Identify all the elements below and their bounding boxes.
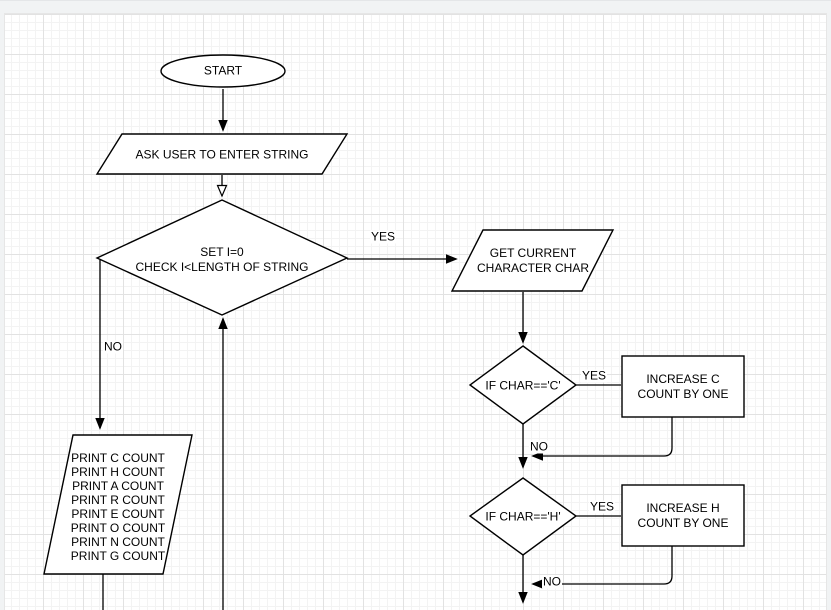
print-line-r: PRINT R COUNT: [71, 493, 165, 507]
print-line-n: PRINT N COUNT: [71, 535, 165, 549]
inc-h-line1: INCREASE H: [646, 501, 720, 515]
loop-check-line2: CHECK I<LENGTH OF STRING: [135, 260, 309, 274]
node-print-counts-label[interactable]: PRINT C COUNT PRINT H COUNT PRINT A COUN…: [71, 451, 165, 563]
print-line-e: PRINT E COUNT: [71, 507, 165, 521]
print-line-c: PRINT C COUNT: [71, 451, 165, 465]
node-if-h-label[interactable]: IF CHAR=='H': [485, 509, 561, 524]
edge-label-h-no[interactable]: NO: [542, 574, 562, 589]
inc-c-line2: COUNT BY ONE: [637, 387, 729, 401]
node-ask-input-label[interactable]: ASK USER TO ENTER STRING: [135, 147, 309, 162]
node-get-char-label[interactable]: GET CURRENT CHARACTER CHAR: [477, 246, 589, 276]
node-inc-c-label[interactable]: INCREASE C COUNT BY ONE: [638, 372, 729, 402]
inc-h-line2: COUNT BY ONE: [637, 516, 729, 530]
loop-check-line1: SET I=0: [200, 245, 244, 259]
inc-c-line1: INCREASE C: [646, 372, 720, 386]
print-line-o: PRINT O COUNT: [70, 521, 166, 535]
edge-label-c-no[interactable]: NO: [529, 439, 549, 454]
edge-incc-merge-back[interactable]: [531, 417, 673, 461]
edge-label-loop-yes[interactable]: YES: [369, 229, 397, 244]
edge-label-h-yes[interactable]: YES: [588, 499, 616, 514]
edge-label-loop-no[interactable]: NO: [103, 339, 123, 354]
get-char-line1: GET CURRENT: [489, 246, 577, 260]
node-if-c[interactable]: [468, 345, 578, 425]
get-char-line2: CHARACTER CHAR: [476, 261, 590, 275]
node-loop-check-label[interactable]: SET I=0 CHECK I<LENGTH OF STRING: [135, 245, 308, 275]
node-inc-c[interactable]: [621, 355, 745, 418]
node-start-label[interactable]: START: [203, 63, 243, 78]
node-if-c-label[interactable]: IF CHAR=='C': [485, 378, 561, 393]
node-get-char[interactable]: [450, 229, 615, 292]
print-line-h: PRINT H COUNT: [71, 465, 165, 479]
node-ask-input[interactable]: [95, 133, 349, 175]
print-line-g: PRINT G COUNT: [70, 549, 166, 563]
node-loop-check[interactable]: [95, 199, 349, 316]
node-print-counts[interactable]: [43, 434, 193, 575]
print-line-a: PRINT A COUNT: [72, 479, 164, 493]
node-if-h[interactable]: [468, 477, 578, 556]
node-inc-h-label[interactable]: INCREASE H COUNT BY ONE: [638, 501, 729, 531]
edge-label-c-yes[interactable]: YES: [580, 368, 608, 383]
node-inc-h[interactable]: [621, 484, 745, 547]
node-start[interactable]: [160, 54, 286, 88]
edge-inch-merge-back[interactable]: [531, 546, 673, 589]
